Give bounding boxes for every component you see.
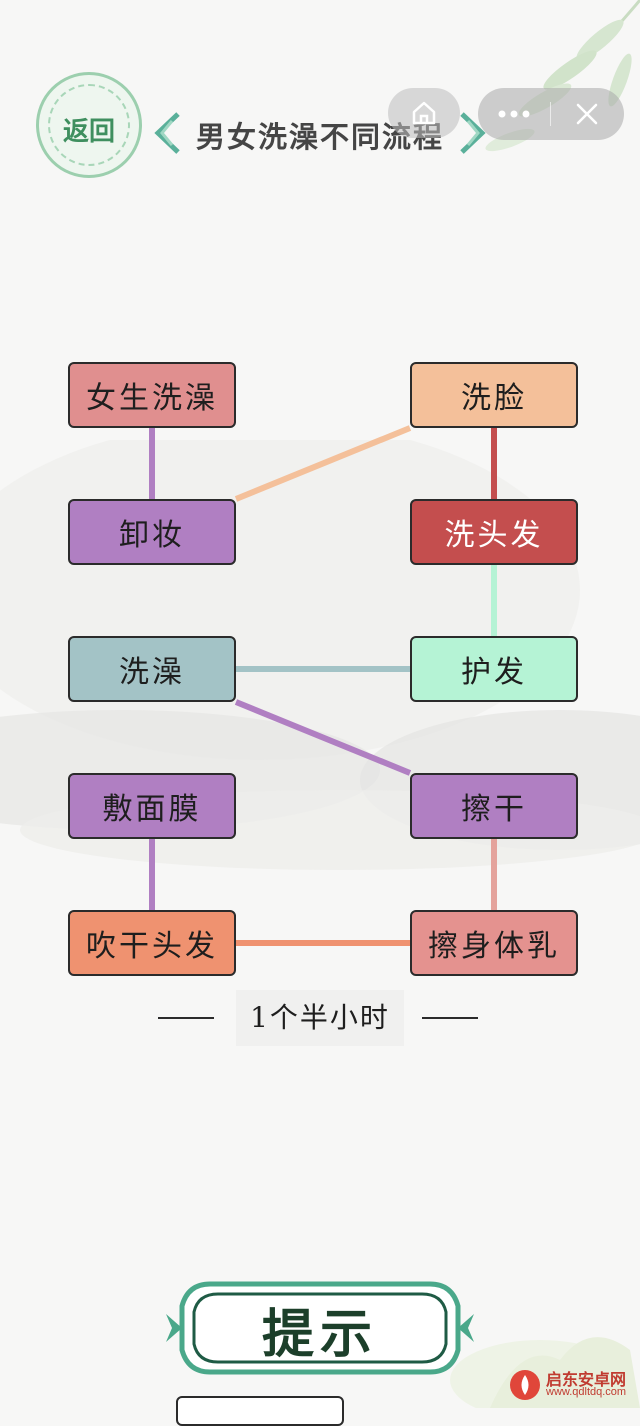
node-blow-dry-hair[interactable]: 吹干头发 [68, 910, 236, 976]
answer-text: 1个半小时 [236, 990, 404, 1046]
node-label: 洗头发 [444, 518, 544, 553]
answer-dash-right [422, 1017, 478, 1019]
node-label: 女生洗澡 [86, 381, 218, 416]
back-button-label: 返回 [62, 117, 115, 147]
answer-dash-left [158, 1017, 214, 1019]
node-wash-hair[interactable]: 洗头发 [410, 499, 578, 565]
node-label: 洗脸 [461, 381, 527, 416]
node-hair-care[interactable]: 护发 [410, 636, 578, 702]
close-icon [576, 103, 598, 125]
more-button[interactable] [478, 88, 550, 140]
node-dry-off[interactable]: 擦干 [410, 773, 578, 839]
node-label: 卸妆 [119, 518, 185, 553]
watermark-logo-icon [510, 1370, 540, 1400]
hint-label: 提示 [261, 1304, 378, 1365]
home-icon [412, 101, 436, 125]
hint-button-frame [166, 1281, 474, 1375]
node-label: 敷面膜 [102, 792, 202, 827]
node-wash-face[interactable]: 洗脸 [410, 362, 578, 428]
answer-row: 1个半小时 [0, 990, 640, 1050]
title-chevron-ornaments [154, 112, 486, 154]
node-girl-bath[interactable]: 女生洗澡 [68, 362, 236, 428]
node-remove-makeup[interactable]: 卸妆 [68, 499, 236, 565]
back-button[interactable]: 返回 [36, 72, 142, 178]
back-button-ring [48, 84, 130, 166]
node-label: 擦干 [461, 792, 527, 827]
node-body-lotion[interactable]: 擦身体乳 [410, 910, 578, 976]
node-face-mask[interactable]: 敷面膜 [68, 773, 236, 839]
node-label: 擦身体乳 [428, 929, 560, 964]
capsule-menu [478, 88, 624, 140]
hint-button[interactable]: 提示 [162, 1276, 478, 1380]
close-button[interactable] [551, 88, 624, 140]
connection-line-5 [234, 699, 412, 776]
home-button[interactable] [388, 88, 460, 138]
node-shower[interactable]: 洗澡 [68, 636, 236, 702]
node-label: 吹干头发 [86, 929, 218, 964]
bottom-card[interactable] [176, 1396, 344, 1426]
watermark-url: www.qdltdq.com [546, 1386, 627, 1398]
capsule-separator [550, 102, 551, 126]
watermark: 启东安卓网 www.qdltdq.com [504, 1364, 640, 1404]
watermark-name: 启东安卓网 [546, 1372, 627, 1389]
more-icon [498, 110, 530, 118]
node-label: 洗澡 [119, 655, 185, 690]
node-label: 护发 [461, 655, 527, 690]
connection-line-1 [234, 425, 412, 502]
